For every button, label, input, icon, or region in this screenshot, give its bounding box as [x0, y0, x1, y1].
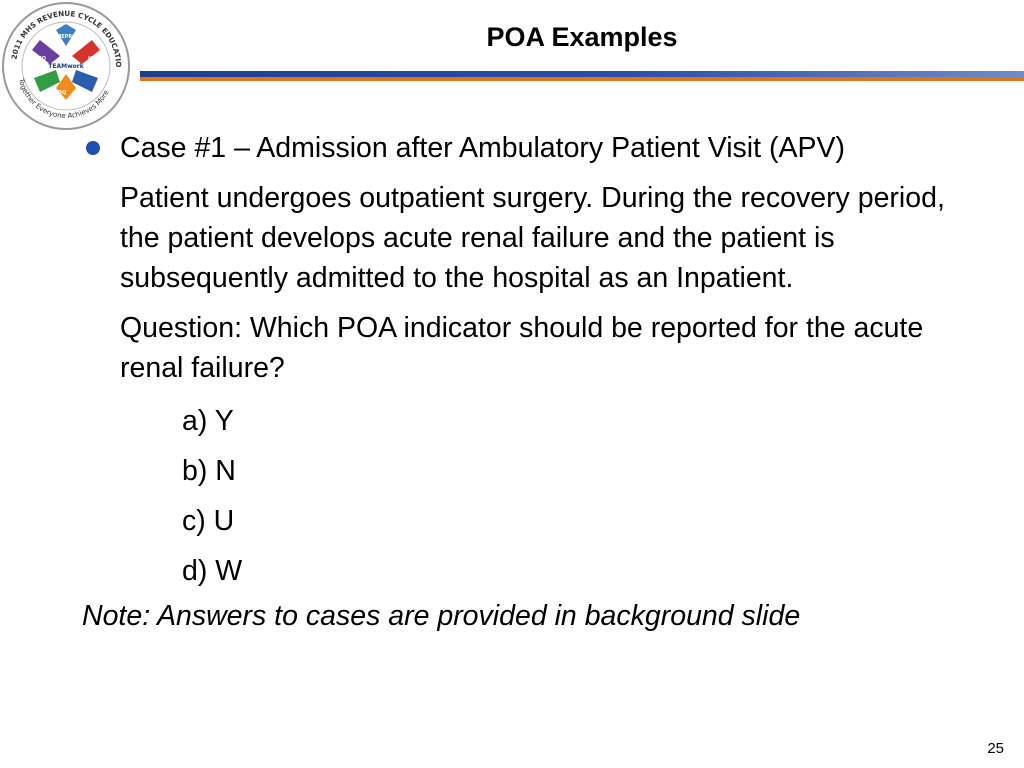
slide-body: Case #1 – Admission after Ambulatory Pat… [82, 128, 982, 636]
slide-title: POA Examples [486, 22, 678, 52]
logo-hand-label-dq: DQ [58, 90, 66, 96]
answer-option: a) Y [182, 405, 234, 437]
answer-option: c) U [182, 505, 235, 537]
logo-hand-label-meprs: MEPRS [56, 34, 76, 40]
red-hand-icon [72, 40, 100, 64]
page-number: 25 [987, 740, 1004, 757]
title-underline-blue [140, 71, 1024, 77]
logo-hand-label-ubo: UBO [34, 56, 46, 62]
green-hand-icon [34, 70, 60, 92]
orange-hand-icon [56, 74, 76, 100]
answer-option: b) N [182, 455, 236, 487]
case-bullet: Case #1 – Admission after Ambulatory Pat… [82, 128, 982, 168]
lightblue-hand-icon [56, 24, 76, 46]
logo-hand-label-ubu: UBU [88, 56, 100, 62]
case-scenario: Patient undergoes outpatient surgery. Du… [120, 182, 945, 294]
bullet-dot-icon [86, 141, 100, 155]
slide-note: Note: Answers to cases are provided in b… [82, 600, 801, 632]
answer-options: a) Y b) N c) U d) W [82, 396, 982, 596]
title-underline-orange [140, 77, 1024, 81]
case-question: Question: Which POA indicator should be … [120, 312, 924, 384]
logo-center-text: TEAMwork [48, 63, 84, 70]
answer-option: d) W [182, 555, 243, 587]
conference-logo: 2011 MHS REVENUE CYCLE EDUCATIONAL CONFE… [0, 0, 130, 130]
title-underline [140, 71, 1024, 83]
purple-hand-icon [32, 40, 60, 64]
case-heading: Case #1 – Admission after Ambulatory Pat… [120, 132, 845, 164]
blue-hand-icon [72, 70, 98, 92]
